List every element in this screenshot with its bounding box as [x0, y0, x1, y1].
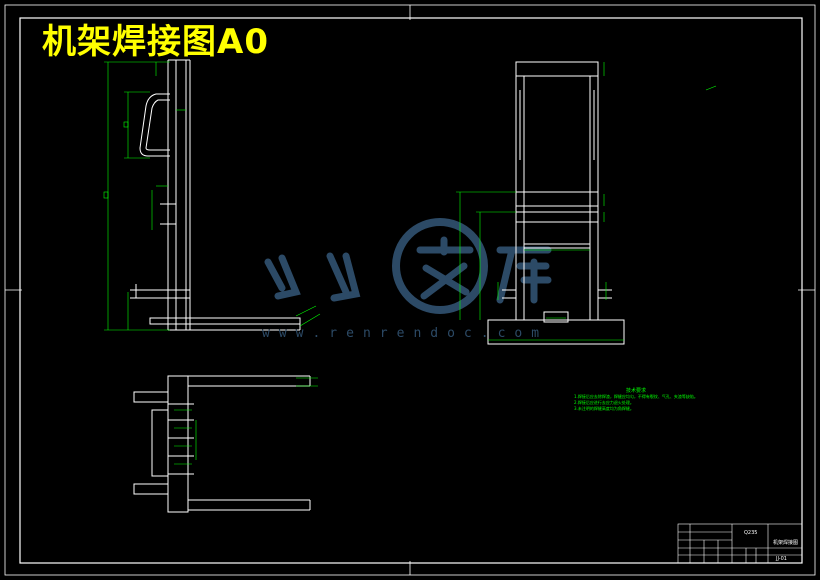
title-block-drawing-number: JJ-01: [776, 556, 787, 562]
outer-frame: [4, 4, 816, 576]
front-view-dimensions: [103, 61, 321, 331]
technical-requirement-item: 1.焊接后应去除焊渣，焊缝应均匀，不得有裂纹、气孔、夹渣等缺陷。: [574, 394, 698, 399]
technical-requirements: 技术要求 1.焊接后应去除焊渣，焊缝应均匀，不得有裂纹、气孔、夹渣等缺陷。 2.…: [574, 388, 698, 412]
side-view: [487, 61, 625, 345]
title-block: [677, 523, 803, 564]
technical-requirement-item: 2.焊接后应进行去应力退火处理。: [574, 400, 634, 405]
technical-requirement-item: 3.未注明的焊缝高度均为角焊缝。: [574, 406, 634, 411]
front-view: [130, 59, 301, 331]
centering-marks: [5, 5, 815, 575]
inner-frame: [19, 17, 803, 564]
title-block-material: Q235: [744, 530, 758, 536]
drawing-title: 机架焊接图A0: [42, 22, 269, 62]
plan-view: [133, 375, 311, 513]
watermark-logo: [264, 218, 552, 314]
plan-view-dimensions: [174, 377, 318, 465]
watermark-site: www.renrendoc.com: [262, 326, 549, 341]
side-view-dimensions: [456, 62, 717, 341]
title-block-name: 机架焊接图: [773, 540, 799, 546]
technical-requirements-heading: 技术要求: [626, 388, 647, 394]
